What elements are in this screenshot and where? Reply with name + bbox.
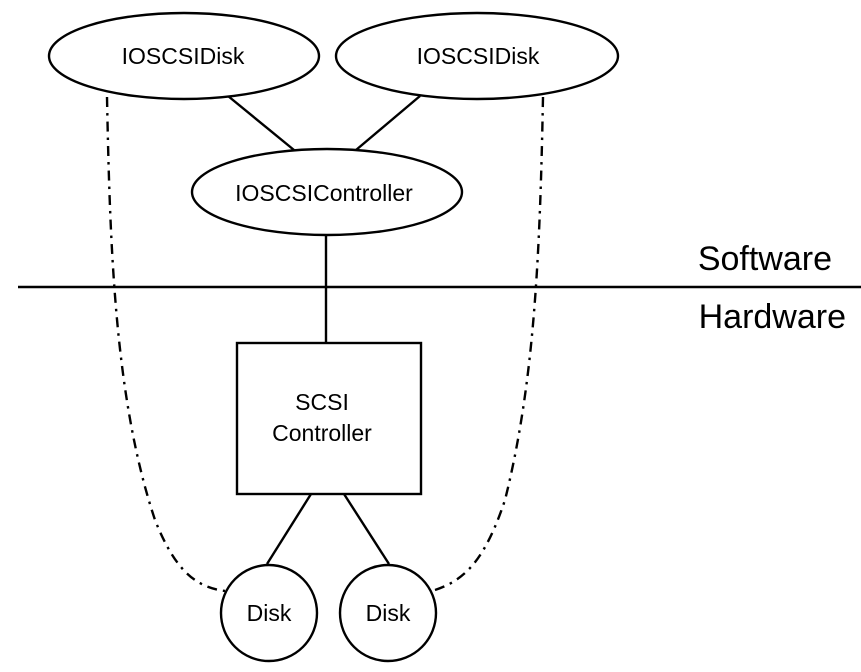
layer-label-software: Software — [698, 240, 832, 278]
ioscsidisk-left-ellipse — [47, 11, 321, 101]
ioscsidisk-left-label: IOSCSIDisk — [122, 43, 245, 69]
disk-right-circle — [338, 563, 438, 663]
ioscsidisk-right-ellipse — [334, 11, 620, 101]
layer-label-hardware: Hardware — [699, 298, 846, 336]
disk-left-circle — [219, 563, 319, 663]
edge-scsi-controller-to-disk-right — [342, 493, 391, 565]
disk-right-label: Disk — [366, 600, 411, 626]
ioscsicontroller-ellipse — [190, 147, 464, 237]
node-scsi-controller: SCSI Controller — [235, 341, 423, 496]
ioscsidisk-right-label: IOSCSIDisk — [417, 43, 540, 69]
scsi-controller-box — [235, 341, 423, 496]
edge-disk-driver-left-to-disk-left — [105, 96, 226, 593]
scsi-controller-label-line2: Controller — [272, 420, 372, 446]
node-ioscsidisk-right: IOSCSIDisk — [334, 11, 620, 101]
node-ioscsidisk-left: IOSCSIDisk — [47, 11, 321, 101]
disk-left-label: Disk — [247, 600, 292, 626]
edge-disk-driver-left-to-controller-driver — [227, 95, 295, 151]
node-disk-right: Disk — [338, 563, 438, 663]
edge-disk-driver-right-to-disk-right — [434, 96, 545, 592]
scsi-controller-label-line1: SCSI — [295, 389, 349, 415]
ioscsicontroller-label: IOSCSIController — [235, 180, 413, 206]
edge-scsi-controller-to-disk-left — [265, 493, 313, 565]
node-disk-left: Disk — [219, 563, 319, 663]
node-ioscsicontroller: IOSCSIController — [190, 147, 464, 237]
edge-disk-driver-right-to-controller-driver — [355, 95, 421, 151]
